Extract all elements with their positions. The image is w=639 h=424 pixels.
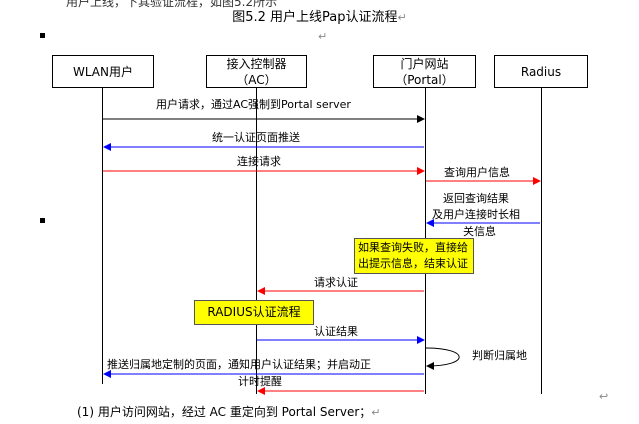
participant-label: Radius	[520, 64, 562, 79]
judge-location-note: 判断归属地	[470, 348, 529, 364]
cut-off-text: 用户上线，下其验证流程，如图5.2所示	[66, 0, 278, 9]
figure-caption: 图5.2 用户上线Pap认证流程↵	[0, 6, 639, 25]
message-label: 请求认证	[314, 276, 358, 289]
paragraph-mark: ↵	[371, 406, 381, 419]
message-label: 统一认证页面推送	[212, 131, 300, 144]
participant-label: 门户网站	[400, 56, 449, 71]
message-label: 返回查询结果	[443, 192, 509, 205]
message-label: 用户请求，通过AC强制到Portal server	[156, 98, 351, 111]
lifeline-access-controller	[256, 87, 257, 394]
participant-wlan-user: WLAN用户	[52, 55, 154, 88]
participant-access-controller: 接入控制器 （AC）	[206, 55, 307, 88]
arrow-judge-location-loop	[425, 347, 460, 370]
participant-portal: 门户网站 （Portal）	[373, 55, 476, 88]
message-label: 连接请求	[237, 155, 281, 168]
message-label: 查询用户信息	[444, 166, 510, 179]
lifeline-wlan-user	[102, 87, 103, 384]
participant-label: 接入控制器	[226, 56, 287, 71]
figure-caption-text: 图5.2 用户上线Pap认证流程	[232, 10, 398, 25]
message-label: 计时提醒	[238, 375, 282, 388]
body-text: (1) 用户访问网站，经过 AC 重定向到 Portal Server；	[77, 405, 372, 419]
message-label: 推送归属地定制的页面，通知用户认证结果；并启动正	[107, 358, 371, 371]
lifeline-radius	[541, 87, 542, 394]
radius-auth-flow-box: RADIUS认证流程	[194, 300, 314, 325]
note-line: 如果查询失败，直接给	[358, 241, 468, 254]
paragraph-mark: ↵	[397, 11, 407, 24]
paragraph-mark: ↩	[599, 390, 609, 403]
radius-flow-label: RADIUS认证流程	[207, 305, 301, 319]
paragraph-mark: ↵	[318, 30, 328, 43]
message-label: 关信息	[463, 225, 496, 238]
query-fail-note: 如果查询失败，直接给 出提示信息，结束认证	[354, 238, 474, 274]
body-text-line: (1) 用户访问网站，经过 AC 重定向到 Portal Server；↵	[77, 403, 381, 420]
participant-label: WLAN用户	[72, 64, 133, 79]
bullet-marker	[40, 218, 45, 223]
participant-radius: Radius	[494, 55, 588, 88]
note-line: 出提示信息，结束认证	[358, 257, 468, 270]
message-label: 及用户连接时长相	[432, 208, 520, 221]
message-label: 认证结果	[314, 325, 358, 338]
bullet-marker	[40, 33, 45, 38]
participant-label: （Portal）	[395, 72, 454, 87]
participant-label: （AC）	[236, 72, 277, 87]
